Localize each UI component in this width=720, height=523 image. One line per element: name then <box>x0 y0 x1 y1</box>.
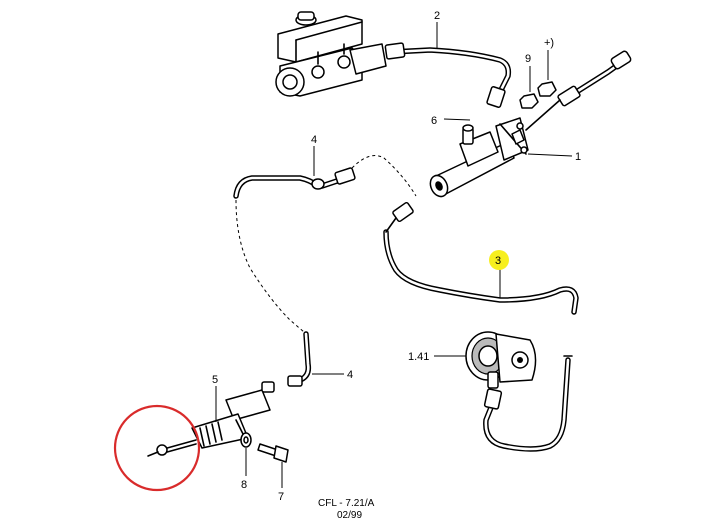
label-3: 3 <box>495 255 501 267</box>
label-9: 9 <box>525 53 531 65</box>
label-6: 6 <box>431 115 437 127</box>
highlight-marker <box>489 250 509 270</box>
drawing-code: CFL - 7.21/A <box>318 498 375 509</box>
label-7: 7 <box>278 491 284 503</box>
master-cylinder-reservoir <box>275 11 387 97</box>
label-plus: +) <box>544 37 554 49</box>
hose-3 <box>383 201 579 315</box>
pipe-4-upper <box>233 146 417 333</box>
clutch-master-cylinder <box>429 117 573 198</box>
bolt-7 <box>257 443 289 488</box>
pipe-2 <box>384 22 512 108</box>
label-2: 2 <box>434 10 440 22</box>
pipe-top-right <box>519 50 632 131</box>
label-4-upper: 4 <box>311 134 317 146</box>
label-8: 8 <box>241 479 247 491</box>
pipe-4-lower <box>287 331 344 387</box>
label-1-41: 1.41 <box>408 351 429 363</box>
slave-hose <box>483 355 573 452</box>
label-1: 1 <box>575 151 581 163</box>
red-circle-annotation <box>113 404 201 492</box>
drawing-date: 02/99 <box>337 510 362 521</box>
label-5: 5 <box>212 374 218 386</box>
label-4-lower: 4 <box>347 369 353 381</box>
slave-cylinder-5 <box>147 381 275 457</box>
concentric-slave-cylinder <box>434 331 537 389</box>
washer-8 <box>240 432 252 476</box>
